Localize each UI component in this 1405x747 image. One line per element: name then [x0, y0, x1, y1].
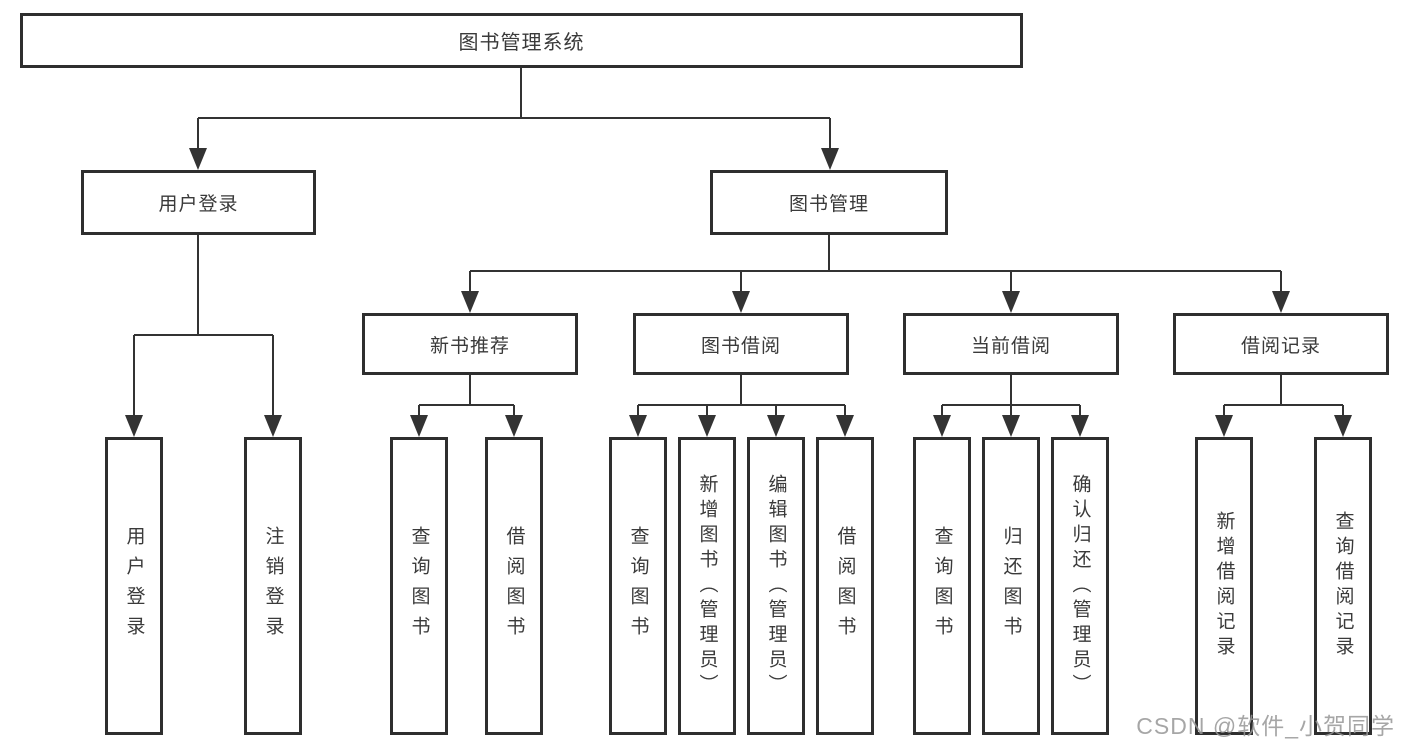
node-label: 用户登录 — [123, 526, 145, 646]
node-nb-borrow-book: 借阅图书 — [485, 437, 543, 735]
node-label: 编辑图书（管理员） — [765, 473, 787, 699]
node-label: 新增借阅记录 — [1213, 511, 1235, 661]
node-cb-confirm-return-admin: 确认归还（管理员） — [1051, 437, 1109, 735]
node-label: 查询图书 — [627, 526, 649, 646]
node-logout: 注销登录 — [244, 437, 302, 735]
node-current-borrow: 当前借阅 — [903, 313, 1119, 375]
node-new-book-recommend: 新书推荐 — [362, 313, 578, 375]
node-br-query-record: 查询借阅记录 — [1314, 437, 1372, 735]
node-label: 查询借阅记录 — [1332, 511, 1354, 661]
node-label: 查询图书 — [931, 526, 953, 646]
node-label: 注销登录 — [262, 526, 284, 646]
node-cb-query-book: 查询图书 — [913, 437, 971, 735]
node-bb-borrow-book: 借阅图书 — [816, 437, 874, 735]
node-borrow-records: 借阅记录 — [1173, 313, 1389, 375]
node-bb-query-book: 查询图书 — [609, 437, 667, 735]
node-label: 借阅图书 — [503, 526, 525, 646]
csdn-watermark: CSDN @软件_小贺同学 — [1136, 713, 1395, 739]
node-book-management-branch: 图书管理 — [710, 170, 948, 235]
node-bb-add-book-admin: 新增图书（管理员） — [678, 437, 736, 735]
node-book-borrow: 图书借阅 — [633, 313, 849, 375]
node-label: 新增图书（管理员） — [696, 473, 718, 699]
node-label: 查询图书 — [408, 526, 430, 646]
node-cb-return-book: 归还图书 — [982, 437, 1040, 735]
node-user-login-leaf: 用户登录 — [105, 437, 163, 735]
node-bb-edit-book-admin: 编辑图书（管理员） — [747, 437, 805, 735]
node-nb-query-book: 查询图书 — [390, 437, 448, 735]
node-label: 确认归还（管理员） — [1069, 473, 1091, 699]
node-user-login-branch: 用户登录 — [81, 170, 316, 235]
node-root: 图书管理系统 — [20, 13, 1023, 68]
node-label: 借阅图书 — [834, 526, 856, 646]
node-label: 归还图书 — [1000, 526, 1022, 646]
node-br-add-record: 新增借阅记录 — [1195, 437, 1253, 735]
